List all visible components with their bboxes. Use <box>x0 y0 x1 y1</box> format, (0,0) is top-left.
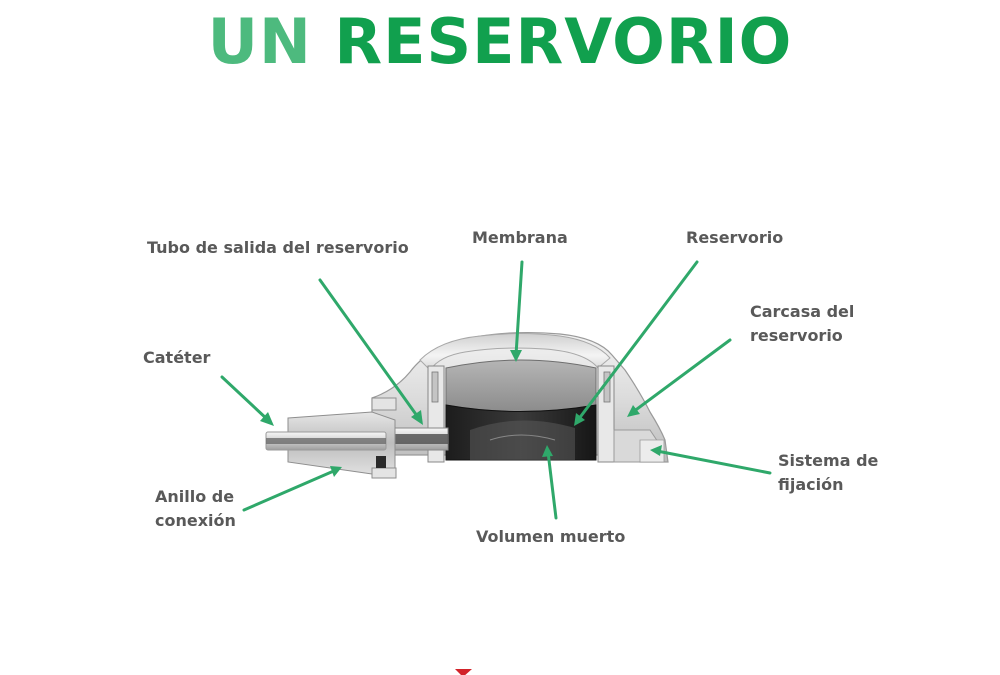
title-word-reservorio: RESERVORIO <box>334 5 793 78</box>
page-title: UN RESERVORIO <box>0 2 1000 82</box>
catheter-shape <box>265 431 387 451</box>
label-volumen-muerto: Volumen muerto <box>476 527 626 546</box>
label-anillo-line2: conexión <box>155 511 236 530</box>
label-sistema-line1: Sistema de <box>778 451 879 470</box>
label-sistema-line2: fijación <box>778 475 844 494</box>
label-carcasa-line1: Carcasa del <box>750 302 855 321</box>
arrow-reservorio <box>576 260 699 422</box>
arrow-tubo <box>318 278 422 422</box>
arrow-membrana <box>514 260 524 357</box>
label-carcasa-line2: reservorio <box>750 326 843 345</box>
label-reservorio: Reservorio <box>686 228 784 247</box>
arrow-volumen <box>546 450 558 520</box>
label-cateter: Catéter <box>143 348 211 367</box>
arrows <box>220 260 772 520</box>
arrow-carcasa <box>631 338 732 414</box>
red-marker-icon <box>455 669 472 675</box>
label-anillo-line1: Anillo de <box>155 487 235 506</box>
arrow-cateter <box>220 375 270 422</box>
label-tubo-salida: Tubo de salida del reservorio <box>147 238 409 257</box>
membrane-shape <box>445 359 597 412</box>
arrow-sistema <box>655 449 772 475</box>
label-membrana: Membrana <box>472 228 568 247</box>
arrow-anillo <box>242 468 338 512</box>
arrowheads <box>260 350 662 477</box>
title-word-un: UN <box>207 5 312 78</box>
